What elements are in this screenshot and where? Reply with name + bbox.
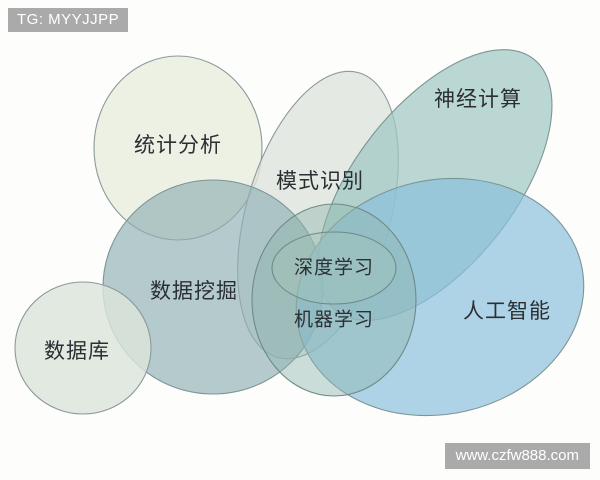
label-neural-computing: 神经计算 <box>434 87 522 111</box>
set-machine-learning[interactable] <box>251 203 417 397</box>
label-deep-learning: 深度学习 <box>294 257 374 279</box>
set-database[interactable] <box>14 281 152 415</box>
label-statistical-analysis: 统计分析 <box>134 133 222 157</box>
site-watermark: www.czfw888.com <box>444 443 590 469</box>
label-artificial-intelligence: 人工智能 <box>463 299 551 323</box>
label-pattern-recognition: 模式识别 <box>276 169 364 193</box>
label-machine-learning: 机器学习 <box>294 309 374 331</box>
tg-watermark-tag: TG: MYYJJPP <box>8 8 129 32</box>
label-database: 数据库 <box>44 339 110 363</box>
set-deep-learning[interactable] <box>271 231 397 305</box>
label-data-mining: 数据挖掘 <box>150 279 238 303</box>
